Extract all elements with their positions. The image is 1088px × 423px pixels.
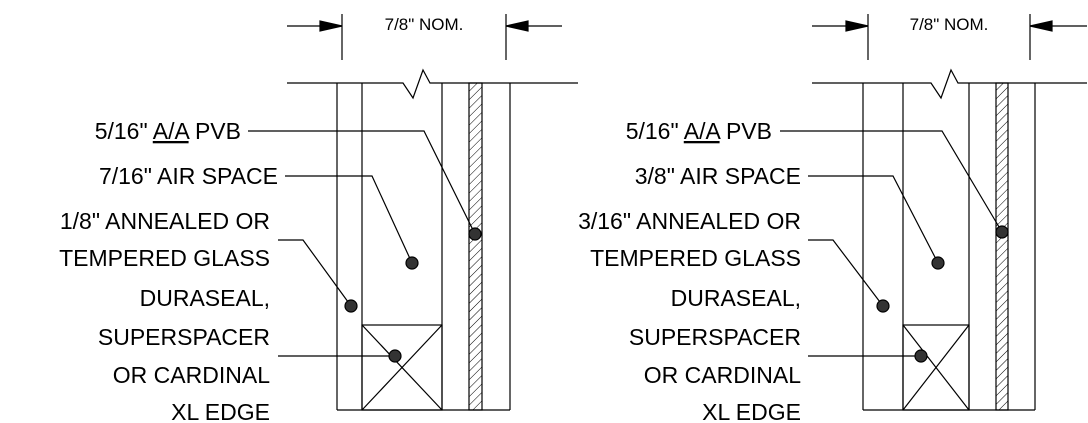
right-dimension-callout: 7/8" NOM. bbox=[812, 14, 1087, 60]
left-spacer-dot bbox=[388, 349, 402, 363]
right-air-space-label: 3/8" AIR SPACE bbox=[635, 163, 801, 189]
left-air-dot bbox=[405, 256, 419, 270]
left-pvb-leader bbox=[248, 130, 476, 235]
right-labels: 5/16" A/A PVB 3/8" AIR SPACE 3/16" ANNEA… bbox=[578, 118, 801, 423]
left-break-line bbox=[287, 68, 578, 100]
right-spacer-label-line4: XL EDGE bbox=[702, 399, 801, 423]
left-glass-dot bbox=[344, 299, 358, 313]
right-pvb-dot bbox=[995, 225, 1009, 239]
right-air-dot bbox=[931, 256, 945, 270]
right-spacer bbox=[902, 324, 970, 411]
right-air-leader bbox=[808, 175, 939, 264]
left-spacer-label-line3: OR CARDINAL bbox=[113, 362, 270, 388]
left-air-leader bbox=[285, 175, 413, 264]
left-glass-leader bbox=[278, 239, 352, 307]
left-spacer-label-line4: XL EDGE bbox=[171, 399, 270, 423]
right-pvb-interlayer bbox=[995, 82, 1009, 411]
right-glass-leader bbox=[808, 239, 884, 307]
right-glass-dot bbox=[876, 299, 890, 313]
left-pvb-interlayer bbox=[468, 82, 483, 411]
right-glass-label-line1: 3/16" ANNEALED OR bbox=[578, 208, 801, 234]
right-spacer-label-line2: SUPERSPACER bbox=[629, 324, 801, 350]
left-spacer-label-line1: DURASEAL, bbox=[140, 285, 270, 311]
right-section: 7/8" NOM. bbox=[780, 14, 1087, 411]
left-glass-label-line1: 1/8" ANNEALED OR bbox=[60, 208, 270, 234]
right-spacer-label-line1: DURASEAL, bbox=[671, 285, 801, 311]
left-dimension-label: 7/8" NOM. bbox=[385, 15, 464, 34]
left-spacer-label-line2: SUPERSPACER bbox=[98, 324, 270, 350]
left-pvb-dot bbox=[468, 227, 482, 241]
left-section: 7/8" NOM. bbox=[248, 14, 578, 411]
left-spacer bbox=[361, 324, 443, 411]
right-spacer-label-line3: OR CARDINAL bbox=[644, 362, 801, 388]
left-dimension-callout: 7/8" NOM. bbox=[287, 14, 562, 60]
left-air-space-label: 7/16" AIR SPACE bbox=[99, 163, 278, 189]
right-break-line bbox=[812, 68, 1087, 100]
right-glass-label-line2: TEMPERED GLASS bbox=[590, 245, 801, 271]
right-pvb-leader bbox=[780, 130, 1003, 233]
left-pvb-label: 5/16" A/A PVB bbox=[95, 118, 241, 144]
left-labels: 5/16" A/A PVB 7/16" AIR SPACE 1/8" ANNEA… bbox=[59, 118, 278, 423]
right-spacer-dot bbox=[914, 349, 928, 363]
right-pvb-label: 5/16" A/A PVB bbox=[626, 118, 772, 144]
left-glass-label-line2: TEMPERED GLASS bbox=[59, 245, 270, 271]
right-dimension-label: 7/8" NOM. bbox=[910, 15, 989, 34]
